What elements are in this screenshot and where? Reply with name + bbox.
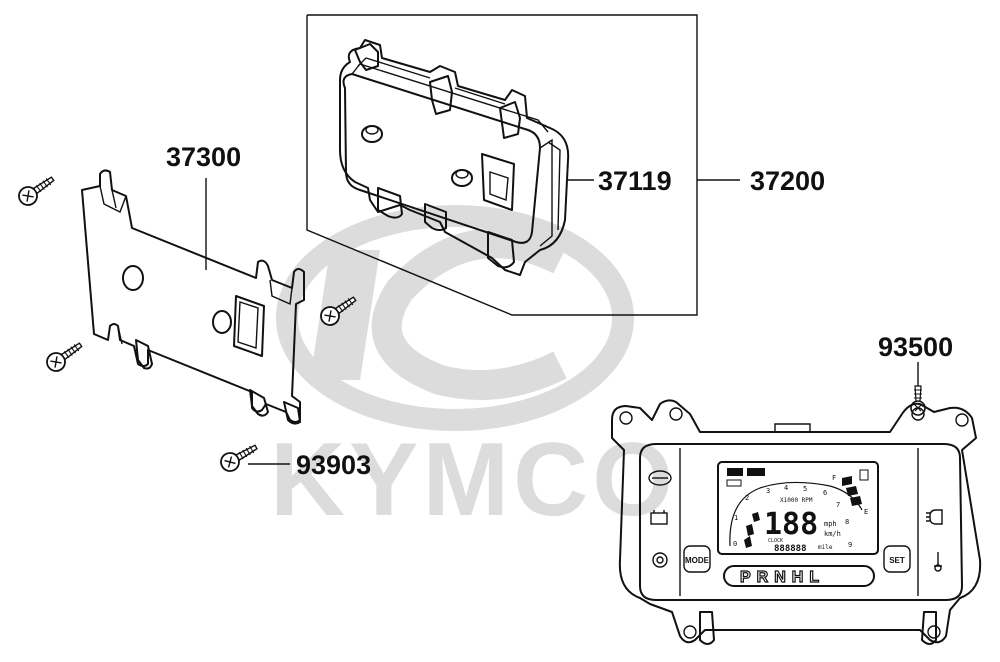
mounting-bracket: [81, 169, 305, 425]
screw-icon: [18, 176, 55, 206]
svg-text:2: 2: [745, 494, 749, 502]
bracket-hole-lower: [212, 310, 232, 334]
svg-text:7: 7: [836, 501, 840, 509]
svg-text:3: 3: [766, 487, 770, 495]
speed-readout: 188: [764, 507, 818, 542]
lcd-panel: [717, 461, 879, 555]
svg-text:6: 6: [823, 489, 827, 497]
meter-front-view: MODE SET 0 1 2 3 4 5 6 7 8 9: [611, 399, 982, 645]
assembly-frame: [306, 14, 698, 316]
brake-warning-icon: [652, 552, 668, 568]
gear-indicator-strip: [723, 565, 875, 587]
callout-37119: 37119: [598, 166, 672, 196]
svg-text:E: E: [864, 508, 868, 516]
svg-text:MODE: MODE: [685, 556, 710, 565]
odometer-readout: 888888: [774, 544, 807, 554]
svg-text:mile: mile: [818, 544, 833, 551]
gear-indicator: PRNHL: [740, 569, 825, 586]
watermark-k-bar: [310, 250, 380, 380]
temperature-icon: [934, 552, 942, 572]
set-button[interactable]: SET: [883, 545, 911, 573]
tacho-scale: 0 1 2 3 4 5 6 7 8 9: [733, 484, 852, 549]
watermark-brand: KYMCO: [270, 422, 677, 538]
screw-icon: [220, 444, 258, 472]
svg-text:8: 8: [845, 518, 849, 526]
fuel-gauge: F E: [832, 469, 869, 516]
bracket-hole-upper: [122, 265, 144, 291]
svg-text:km/h: km/h: [824, 530, 841, 538]
svg-text:mph: mph: [824, 520, 837, 528]
kymco-watermark: KYMCO: [270, 205, 677, 538]
svg-text:1: 1: [734, 514, 738, 522]
high-beam-icon: [648, 470, 672, 486]
connector-socket: [481, 153, 515, 211]
headlight-icon: [926, 509, 943, 525]
screw-icon: [320, 296, 357, 326]
meter-housing-back: [339, 39, 570, 276]
svg-text:0: 0: [733, 540, 737, 548]
callout-93903: 93903: [296, 450, 371, 480]
svg-text:F: F: [832, 474, 836, 482]
svg-text:X1000 RPM: X1000 RPM: [780, 497, 813, 504]
watermark-ring-outer: [276, 205, 634, 431]
svg-text:5: 5: [803, 485, 807, 493]
bracket-cutout: [233, 295, 265, 357]
callout-37300: 37300: [166, 142, 241, 172]
screw-icon: [46, 342, 83, 372]
svg-text:SET: SET: [889, 556, 905, 565]
watermark-c-arc: [371, 228, 567, 400]
battery-icon: [650, 510, 668, 525]
mode-button[interactable]: MODE: [683, 545, 711, 573]
svg-text:CLOCK: CLOCK: [768, 538, 783, 544]
svg-text:4: 4: [784, 484, 788, 492]
svg-text:9: 9: [848, 541, 852, 549]
callout-37200: 37200: [750, 166, 825, 196]
callout-93500: 93500: [878, 332, 953, 362]
